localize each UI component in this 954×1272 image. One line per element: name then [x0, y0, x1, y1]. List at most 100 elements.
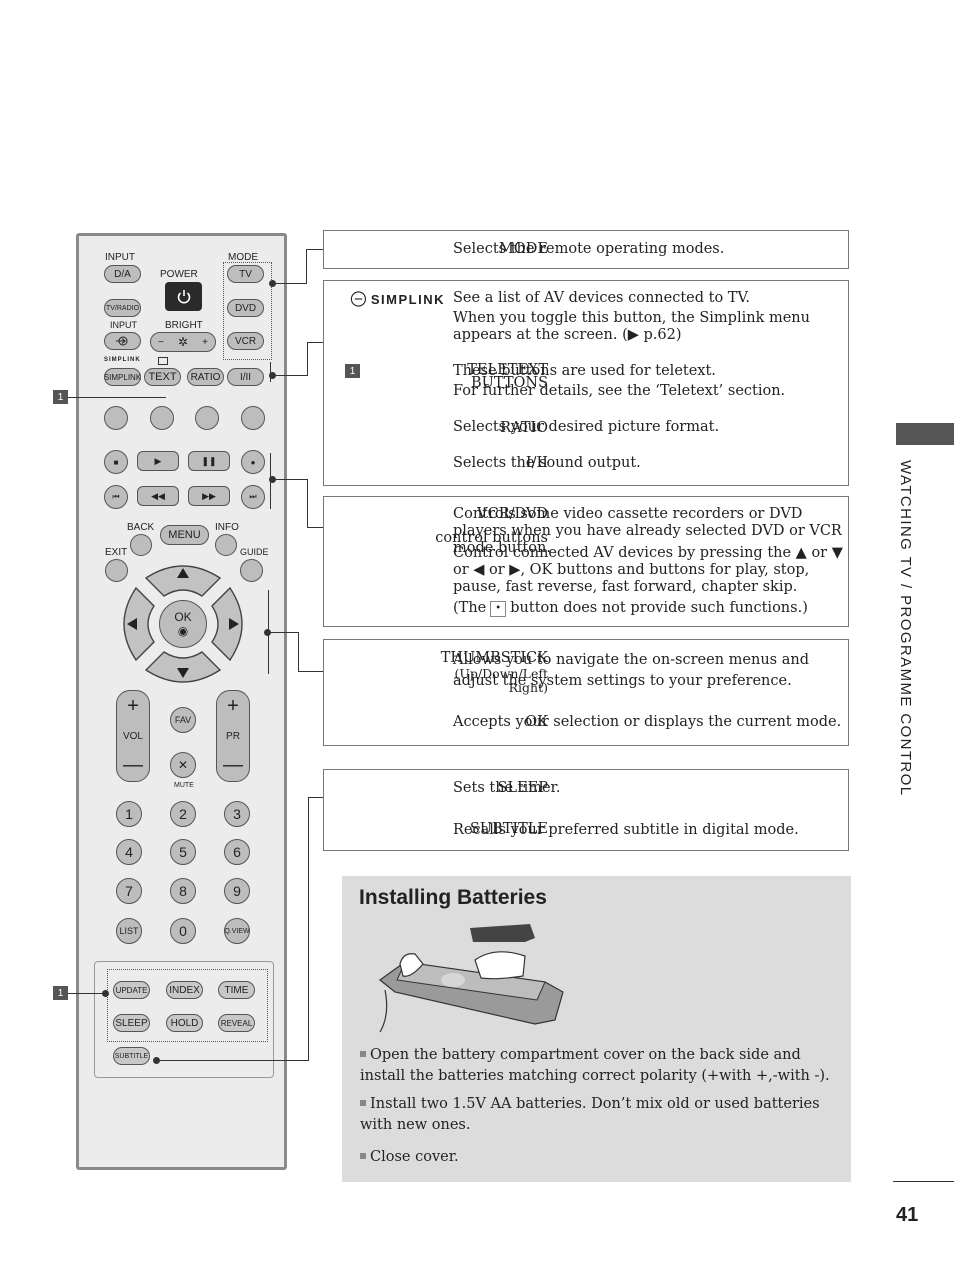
reveal-button[interactable]: REVEAL	[218, 1014, 255, 1032]
input-button[interactable]	[104, 332, 141, 350]
number-8-button[interactable]: 8	[170, 878, 196, 904]
fav-button[interactable]: FAV	[170, 707, 196, 733]
connector-subtitle-v	[308, 797, 309, 1061]
fast-forward-icon: ▶▶	[202, 490, 216, 501]
ratio-button[interactable]: RATIO	[187, 368, 224, 386]
battery-step-3-text: Close cover.	[370, 1149, 459, 1165]
update-button[interactable]: UPDATE	[113, 981, 150, 999]
number-5-button[interactable]: 5	[170, 839, 196, 865]
vcr-dvd-desc-1: Controls some video cassette recorders o…	[453, 506, 842, 556]
red-button[interactable]	[104, 406, 128, 430]
play-button[interactable]: ▶	[137, 451, 179, 471]
slide-direction-arrow-icon	[470, 924, 535, 942]
mute-button[interactable]: ✕	[170, 752, 196, 778]
subtitle-desc: Recalls your preferred subtitle in digit…	[453, 822, 799, 838]
green-button[interactable]	[150, 406, 174, 430]
connector-dot-thumbstick	[264, 629, 271, 636]
qview-button[interactable]: Q.VIEW	[224, 918, 250, 944]
vcr-dvd-desc-3b: button does not provide such functions.)	[510, 600, 808, 616]
skip-back-button[interactable]: ⏮	[104, 485, 128, 509]
ratio-term: RATIO	[500, 420, 548, 436]
callout-marker-text: 1	[53, 390, 68, 404]
mode-term: MODE	[499, 241, 548, 257]
vcr-button[interactable]: VCR	[227, 332, 264, 350]
tv-radio-button[interactable]: TV/RADIO	[104, 299, 141, 317]
programme-rocker[interactable]: + PR —	[216, 690, 250, 782]
bullet-square-icon	[360, 1100, 366, 1106]
mode-box	[323, 230, 849, 269]
da-button[interactable]: D/A	[104, 265, 141, 283]
time-button[interactable]: TIME	[218, 981, 255, 999]
brightness-control[interactable]: − ✲ +	[150, 332, 216, 352]
tv-button[interactable]: TV	[227, 265, 264, 283]
blue-button[interactable]	[241, 406, 265, 430]
pause-button[interactable]: ❚❚	[188, 451, 230, 471]
ok-term: OK	[525, 714, 548, 730]
index-button[interactable]: INDEX	[166, 981, 203, 999]
subtitle-button[interactable]: SUBTITLE	[113, 1047, 150, 1065]
section-tab-marker	[896, 423, 954, 445]
exit-button[interactable]	[105, 559, 128, 582]
mute-label: MUTE	[174, 782, 194, 789]
connector-dot-subtitle	[153, 1057, 160, 1064]
volume-up-icon[interactable]: +	[127, 695, 139, 717]
number-0-button[interactable]: 0	[170, 918, 196, 944]
mode-group-outline	[223, 262, 272, 360]
volume-label: VOL	[122, 730, 143, 742]
connector-vcr	[275, 479, 308, 480]
rewind-button[interactable]: ◀◀	[137, 486, 179, 506]
number-4-button[interactable]: 4	[116, 839, 142, 865]
number-9-button[interactable]: 9	[224, 878, 250, 904]
volume-down-icon[interactable]: —	[123, 754, 143, 776]
power-icon	[177, 289, 190, 304]
connector-dot-vcr	[269, 476, 276, 483]
battery-step-3: Close cover.	[360, 1147, 830, 1168]
brightness-minus[interactable]: −	[158, 336, 164, 348]
number-6-button[interactable]: 6	[224, 839, 250, 865]
number-1-button[interactable]: 1	[116, 801, 142, 827]
brightness-plus[interactable]: +	[202, 336, 208, 348]
connector-simplink-v	[307, 342, 308, 376]
record-dot-icon: •	[490, 600, 507, 617]
power-button[interactable]	[165, 282, 202, 311]
connector-subtitle	[157, 1060, 309, 1061]
subtitle-term: SUBTITLE	[469, 821, 548, 837]
number-7-button[interactable]: 7	[116, 878, 142, 904]
back-button[interactable]	[130, 534, 152, 556]
record-button[interactable]: ●	[241, 450, 265, 474]
dvd-button[interactable]: DVD	[227, 299, 264, 317]
skip-forward-button[interactable]: ⏭	[241, 485, 265, 509]
sleep-button[interactable]: SLEEP	[113, 1014, 150, 1032]
vcr-dvd-desc-3: (The • button does not provide such func…	[453, 600, 848, 617]
ok-button[interactable]: OK ◉	[159, 600, 207, 648]
number-2-button[interactable]: 2	[170, 801, 196, 827]
sleep-subtitle-box	[323, 769, 849, 851]
back-label: BACK	[127, 522, 155, 533]
programme-up-icon[interactable]: +	[227, 695, 239, 717]
number-3-button[interactable]: 3	[224, 801, 250, 827]
teletext-icon	[158, 357, 168, 365]
menu-button[interactable]: MENU	[160, 525, 209, 545]
hold-button[interactable]: HOLD	[166, 1014, 203, 1032]
simplink-button[interactable]: SIMPLINK	[104, 368, 141, 386]
guide-button[interactable]	[240, 559, 263, 582]
thumbstick-ring	[123, 565, 243, 683]
stop-button[interactable]: ■	[104, 450, 128, 474]
bright-label: BRIGHT	[165, 320, 203, 331]
yellow-button[interactable]	[195, 406, 219, 430]
info-button[interactable]	[215, 534, 237, 556]
side-title: WATCHING TV / PROGRAMME CONTROL	[897, 460, 914, 797]
fast-forward-button[interactable]: ▶▶	[188, 486, 230, 506]
i-ii-button[interactable]: I/II	[227, 368, 264, 386]
arrow-down-icon	[177, 668, 189, 678]
thumbstick-term-3: Right)	[508, 680, 548, 695]
simplink-box	[323, 280, 849, 486]
page-number: 41	[896, 1204, 919, 1226]
volume-rocker[interactable]: + VOL —	[116, 690, 150, 782]
ok-button-label: OK	[174, 610, 192, 624]
programme-down-icon[interactable]: —	[223, 754, 243, 776]
ratio-desc: Selects your desired picture format.	[453, 419, 720, 435]
text-button[interactable]: TEXT	[144, 368, 181, 386]
list-button[interactable]: LIST	[116, 918, 142, 944]
callout-marker-teletext: 1	[53, 986, 68, 1000]
